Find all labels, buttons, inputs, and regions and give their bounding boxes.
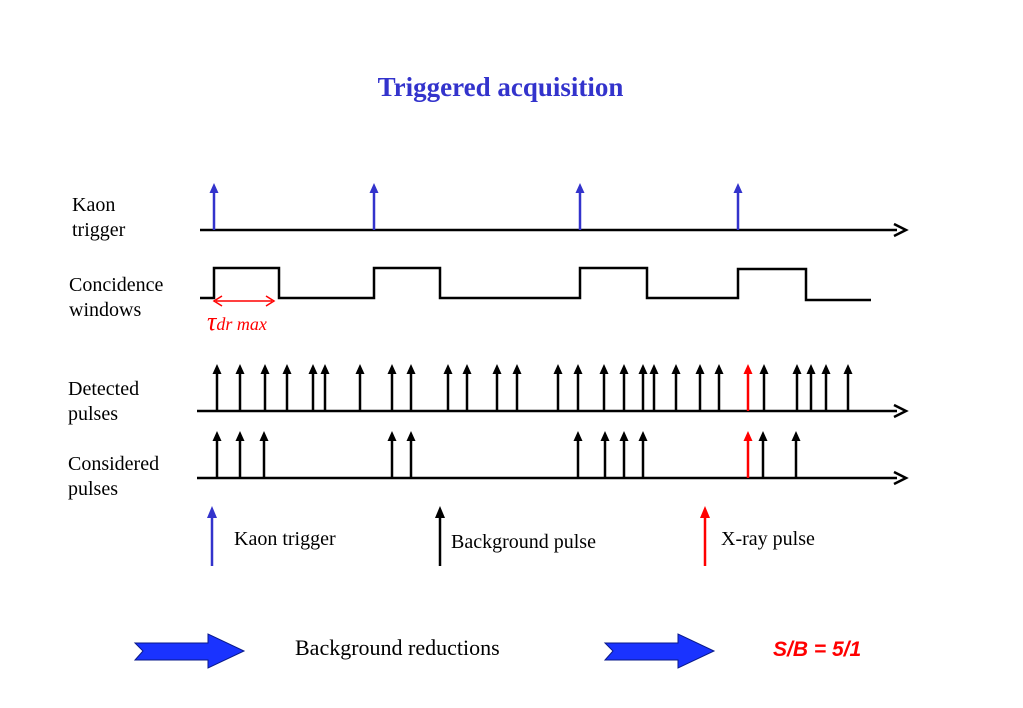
legend-xray-pulse-text: X-ray pulse: [721, 528, 815, 550]
kaon-trigger-arrow: [733, 183, 743, 230]
background-pulse-arrow: [406, 431, 416, 478]
background-pulse-arrow: [512, 364, 522, 411]
background-pulse-arrow: [758, 431, 768, 478]
considered-pulses-axis-arrowhead: [893, 470, 909, 486]
background-pulse-arrow: [235, 364, 245, 411]
background-pulse-arrow: [619, 364, 629, 411]
signal-to-background-ratio: S/B = 5/1: [773, 638, 862, 661]
coincidence-windows-label-line1: Concidence: [69, 274, 164, 296]
kaon-trigger-row-label: Kaon trigger: [72, 193, 125, 243]
detected-pulses-axis-arrowhead: [893, 403, 909, 419]
background-pulse-arrow: [308, 364, 318, 411]
background-pulse-arrow: [387, 431, 397, 478]
tau-symbol: τ: [207, 307, 217, 336]
background-pulse-arrow: [553, 364, 563, 411]
tau-subscript: dr max: [216, 314, 267, 334]
xray-pulse-arrow: [743, 431, 753, 478]
detected-pulses-row-label: Detected pulses: [68, 377, 139, 427]
background-pulse-arrow: [671, 364, 681, 411]
background-pulse-arrow: [599, 364, 609, 411]
background-pulse-arrow: [406, 364, 416, 411]
background-pulse-arrow: [235, 431, 245, 478]
kaon-trigger-label-line1: Kaon: [72, 194, 116, 216]
coincidence-windows-row-label: Concidence windows: [69, 273, 163, 323]
background-pulse-arrow: [355, 364, 365, 411]
detected-pulse-arrows: [212, 364, 853, 411]
considered-pulses-label-line1: Considered: [68, 453, 160, 475]
block-arrow-left: [133, 633, 246, 669]
kaon-trigger-label-line2: trigger: [72, 219, 126, 241]
background-pulse-arrow: [320, 364, 330, 411]
tau-dr-max-label: τdr max: [207, 307, 267, 339]
background-pulse-arrow: [260, 364, 270, 411]
background-reductions-text: Background reductions: [295, 635, 500, 660]
background-pulse-arrow: [792, 364, 802, 411]
kaon-trigger-arrow: [209, 183, 219, 230]
detected-pulses-label-line2: pulses: [68, 403, 118, 425]
background-pulse-arrow: [282, 364, 292, 411]
legend-background-pulse-text: Background pulse: [451, 531, 596, 553]
considered-pulses-label-line2: pulses: [68, 478, 118, 500]
legend-kaon-trigger-arrow: [207, 506, 217, 566]
slide-title: Triggered acquisition: [377, 72, 624, 102]
considered-pulse-arrows: [212, 431, 801, 478]
coincidence-window-signal: [200, 266, 871, 302]
kaon-trigger-arrow: [575, 183, 585, 230]
background-pulse-arrow: [695, 364, 705, 411]
background-pulse-arrow: [600, 431, 610, 478]
background-pulse-arrow: [573, 364, 583, 411]
background-pulse-arrow: [759, 364, 769, 411]
tau-span-right-arrowhead: [265, 295, 276, 307]
background-pulse-arrow: [638, 364, 648, 411]
background-pulse-arrow: [387, 364, 397, 411]
tau-span-left-arrowhead: [212, 295, 223, 307]
background-pulse-arrow: [573, 431, 583, 478]
legend-kaon-trigger-text: Kaon trigger: [234, 528, 336, 550]
background-pulse-arrow: [714, 364, 724, 411]
kaon-trigger-arrow: [369, 183, 379, 230]
background-pulse-arrow: [462, 364, 472, 411]
xray-pulse-arrow: [743, 364, 753, 411]
background-pulse-arrow: [443, 364, 453, 411]
background-pulse-arrow: [259, 431, 269, 478]
considered-pulses-row-label: Considered pulses: [68, 452, 159, 502]
detected-pulses-label-line1: Detected: [68, 378, 140, 400]
background-pulse-arrow: [806, 364, 816, 411]
background-pulse-arrow: [492, 364, 502, 411]
background-pulse-arrow: [619, 431, 629, 478]
coincidence-windows-label-line2: windows: [69, 299, 142, 321]
background-pulse-arrow: [212, 431, 222, 478]
background-pulse-arrow: [821, 364, 831, 411]
background-pulse-arrow: [212, 364, 222, 411]
background-pulse-arrow: [649, 364, 659, 411]
background-pulse-arrow: [843, 364, 853, 411]
background-pulse-arrow: [638, 431, 648, 478]
legend-xray-pulse-arrow: [700, 506, 710, 566]
legend-background-pulse-arrow: [435, 506, 445, 566]
background-pulse-arrow: [791, 431, 801, 478]
kaon-trigger-arrows: [209, 183, 743, 230]
block-arrow-right: [603, 633, 716, 669]
kaon-trigger-axis-arrowhead: [893, 222, 909, 238]
